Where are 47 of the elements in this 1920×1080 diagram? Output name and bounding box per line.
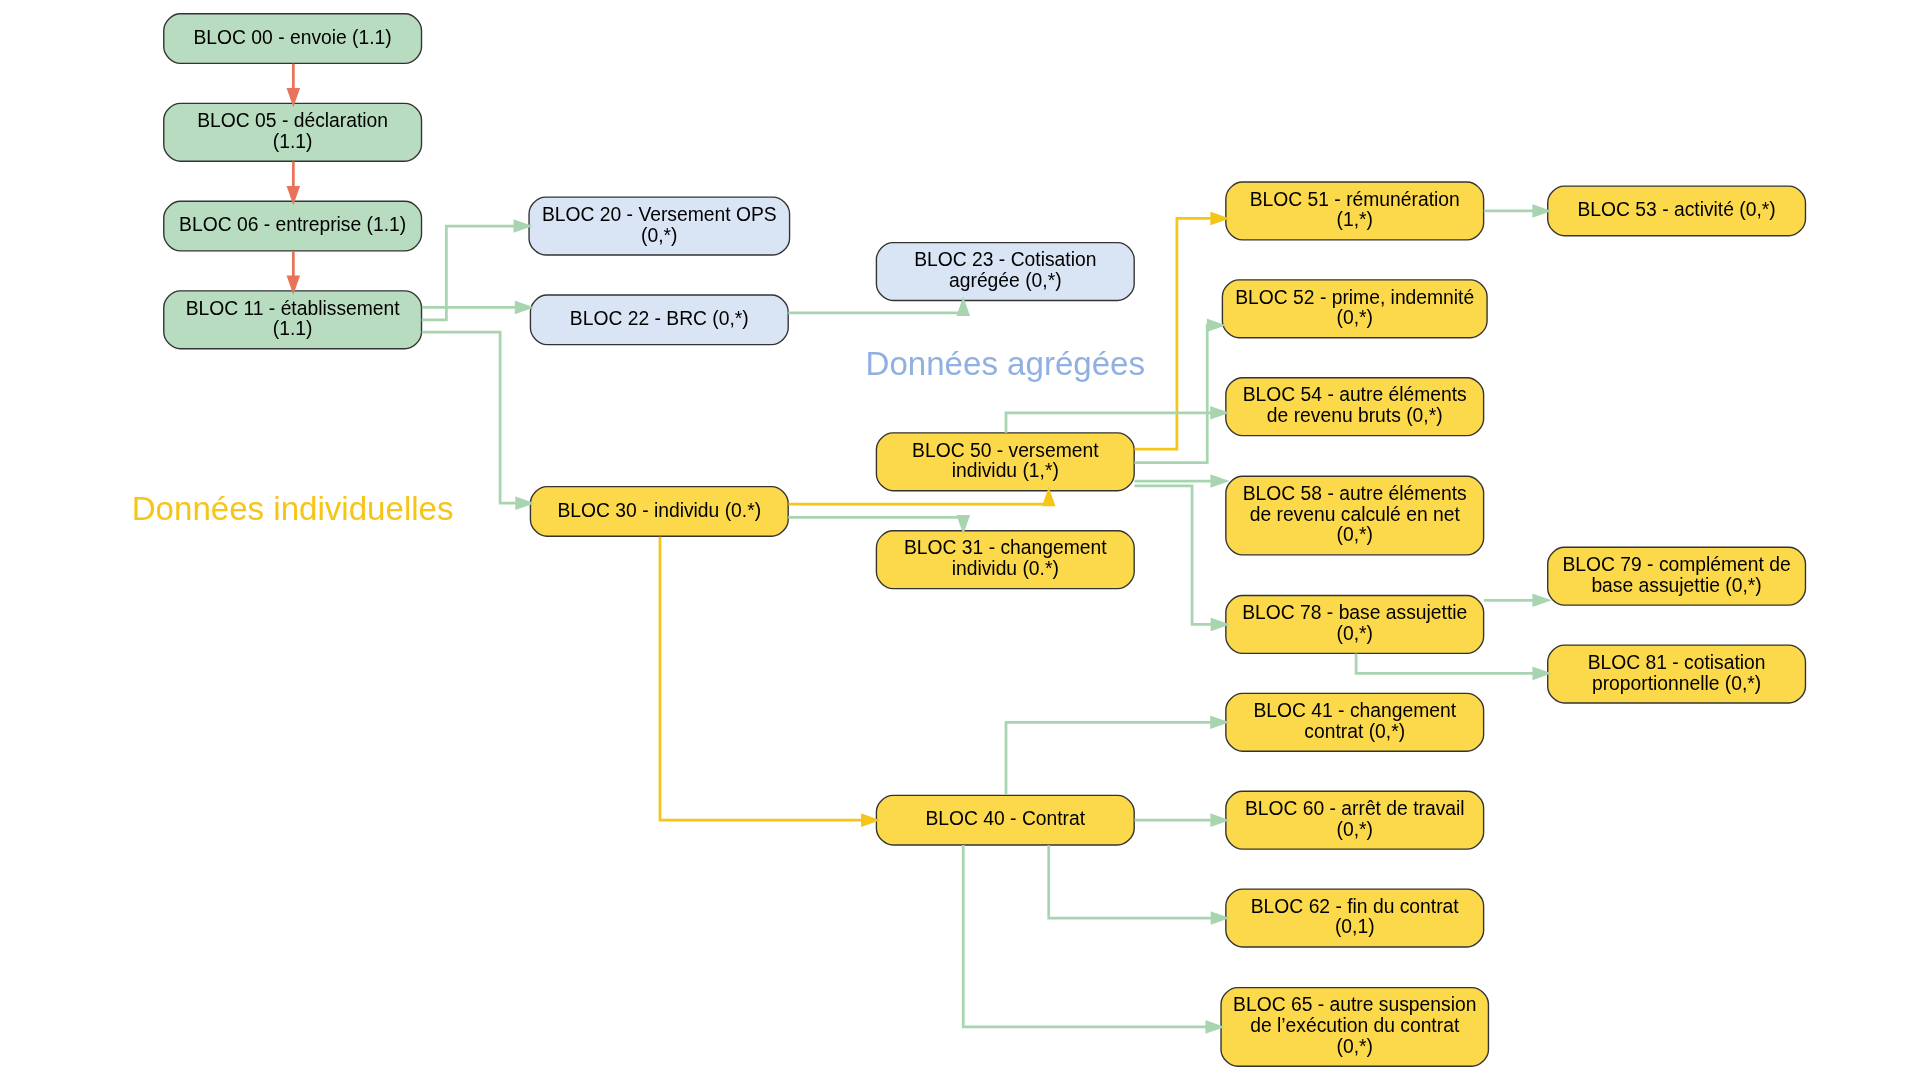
- node-box: BLOC 00 - envoie (1.1): [162, 13, 422, 65]
- arrow: [421, 219, 533, 322]
- node-box: BLOC 31 - changement individu (0.*): [875, 530, 1135, 590]
- node-box: BLOC 51 - rémunération (1,*): [1224, 181, 1484, 241]
- arrow: [1483, 204, 1552, 218]
- node-box: BLOC 54 - autre éléments de revenu bruts (0,*): [1224, 377, 1484, 437]
- node-box: BLOC 20 - Versement OPS (0,*): [527, 196, 790, 256]
- arrow: [787, 486, 1055, 507]
- arrow: [1354, 653, 1552, 681]
- label: Données individuelles: [131, 489, 454, 527]
- node-box: BLOC 79 - complément de base assujettie (0,*): [1546, 546, 1806, 606]
- node-box: BLOC 81 - cotisation proportionnelle (0,*): [1546, 644, 1806, 704]
- node-box: BLOC 22 - BRC (0,*): [529, 294, 789, 346]
- arrow: [1004, 715, 1230, 795]
- arrow: [286, 251, 300, 295]
- node-box: BLOC 78 - base assujettie (0,*): [1224, 594, 1484, 655]
- node-box: BLOC 11 - établissement (1.1): [162, 290, 422, 350]
- arrow: [1134, 211, 1230, 451]
- arrow: [787, 296, 970, 316]
- arrow: [658, 536, 880, 827]
- label: Données agrégées: [865, 345, 1145, 383]
- arrow: [961, 845, 1225, 1034]
- arrow: [1133, 318, 1226, 465]
- arrow: [421, 300, 534, 315]
- arrow: [286, 161, 300, 206]
- node-box: BLOC 60 - arrêt de travail (0,*): [1224, 790, 1484, 850]
- node-box: BLOC 30 - individu (0.*): [529, 485, 789, 537]
- arrow: [1133, 813, 1230, 827]
- node-box: BLOC 58 - autre éléments de revenu calculé en net (0,*): [1224, 475, 1484, 556]
- node-box: BLOC 40 - Contrat: [875, 794, 1135, 846]
- node-box: BLOC 41 - changement contrat (0,*): [1224, 692, 1484, 752]
- arrow: [286, 63, 300, 108]
- arrow: [1483, 593, 1552, 608]
- node-box: BLOC 06 - entreprise (1.1): [162, 200, 422, 252]
- node-box: BLOC 23 - Cotisation agrégée (0,*): [875, 241, 1135, 302]
- arrow: [1134, 484, 1230, 632]
- node-box: BLOC 50 - versement individu (1,*): [875, 432, 1135, 492]
- arrow: [421, 330, 535, 510]
- arrow: [787, 515, 970, 535]
- node-box: BLOC 05 - déclaration (1.1): [162, 102, 422, 162]
- node-box: BLOC 62 - fin du contrat (0,1): [1224, 888, 1484, 948]
- arrow: [1004, 406, 1230, 433]
- node-box: BLOC 53 - activité (0,*): [1546, 185, 1806, 237]
- arrow: [1133, 474, 1230, 488]
- node-box: BLOC 52 - prime, indemnité (0,*): [1221, 279, 1488, 339]
- node-box: BLOC 65 - autre suspension de l’exécution du contrat (0,*): [1219, 986, 1489, 1067]
- arrow: [1046, 845, 1230, 925]
